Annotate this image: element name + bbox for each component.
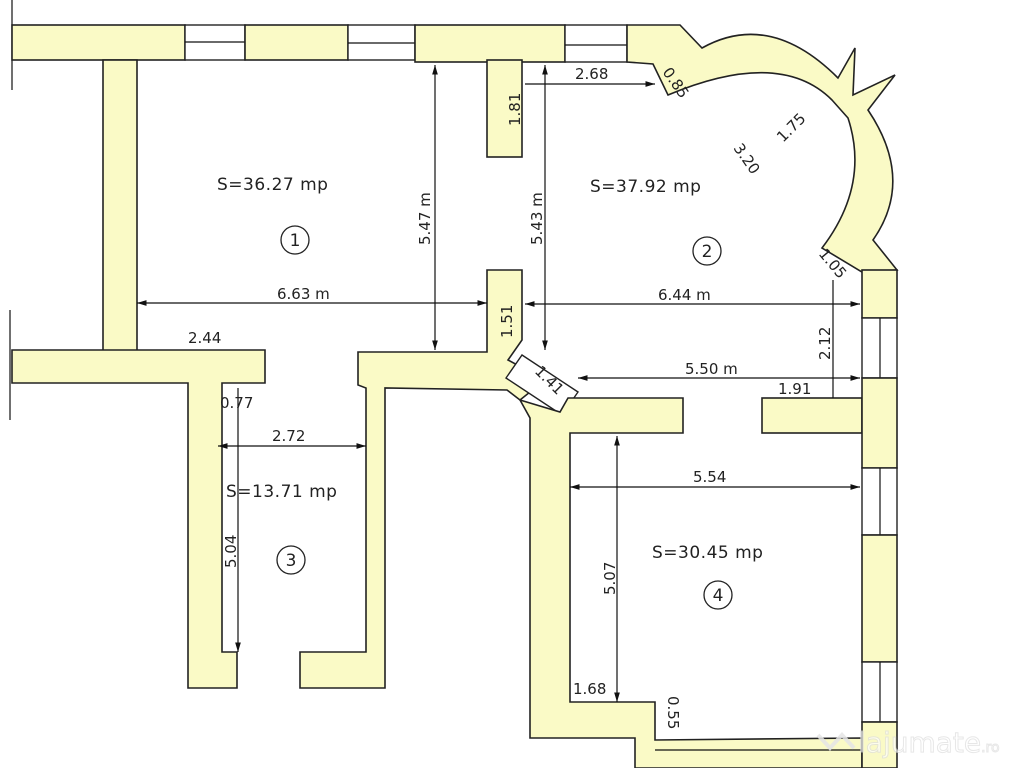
room-1-area: S=36.27 mp [217,175,328,195]
window [564,24,628,63]
bay-wall [626,24,899,273]
dim-r2-lower: 5.50 m [685,360,738,378]
right-wall [861,534,898,663]
watermark-logo: lajumate.ro [816,726,1000,760]
dim-r1-corridor: 2.44 [188,329,221,347]
top-wall [244,24,349,61]
dim-r1-height: 5.47 m [416,192,434,245]
dim-r2-top: 2.68 [575,65,608,83]
room-number-badge [692,236,722,266]
dim-r2-lower-right: 1.91 [778,380,811,398]
right-wall [861,269,898,319]
room-3-number: 3 [286,551,297,571]
room-number-badge [280,225,310,255]
wall [518,397,863,768]
room-4-number: 4 [713,586,724,606]
svg-text:lajumate.ro: lajumate.ro [858,726,1000,759]
wall [299,269,547,689]
dim-door-wall: 1.51 [498,305,516,338]
dim-r2-width: 6.44 m [658,286,711,304]
dim-r4-width: 5.54 [693,468,726,486]
right-wall [861,721,898,768]
room-number-badge [703,580,733,610]
dim-r2-bay-c: 1.75 [773,109,809,145]
wall-pier [486,59,523,158]
dim-r1-width: 6.63 m [277,285,330,303]
dim-r3-height: 5.04 [222,535,240,568]
room-2-area: S=37.92 mp [590,177,701,197]
dim-r3-width: 2.72 [272,427,305,445]
dim-r4-height: 5.07 [601,562,619,595]
dim-r3-gap: 0.77 [220,394,253,412]
dim-r2-height: 5.43 m [528,192,546,245]
dim-r1-pier: 1.81 [506,93,524,126]
room-1-number: 1 [290,231,301,251]
top-wall [414,24,566,63]
room-2-number: 2 [702,242,713,262]
dim-r4-step: 0.55 [664,696,682,729]
wall [11,349,266,689]
room-4-area: S=30.45 mp [652,543,763,563]
top-wall [11,24,186,61]
room-3-area: S=13.71 mp [226,482,337,502]
wall [102,59,138,353]
dim-r2-side: 2.12 [816,327,834,360]
room-number-badge [276,545,306,575]
right-wall [861,377,898,469]
wall [761,397,863,434]
dim-r2-bay-b: 3.20 [730,140,764,178]
dim-r4-bottom: 1.68 [573,680,606,698]
